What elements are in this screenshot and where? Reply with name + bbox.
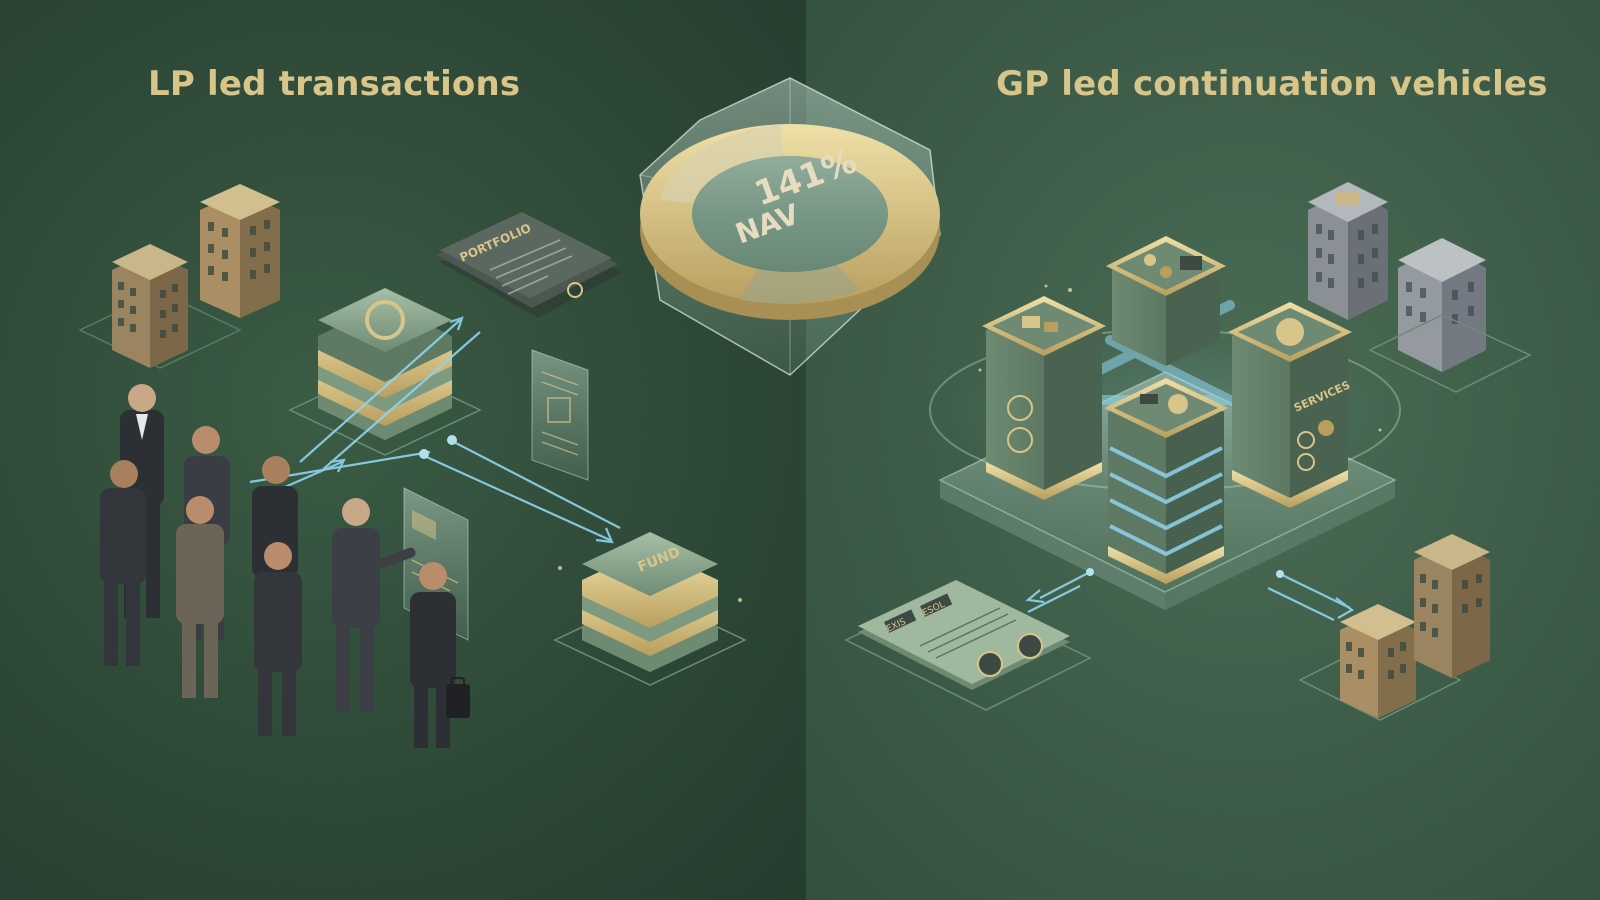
portfolio-document: PORTFOLIO: [436, 212, 622, 318]
glass-report-card: [531, 349, 589, 481]
services-tower: SERVICES: [1228, 302, 1352, 508]
sparkle-decoration: [558, 284, 1382, 602]
nav-ring: 141% NAV: [639, 77, 941, 376]
contract-document: EXIS ESOL: [844, 580, 1092, 711]
arrow-icon: [1025, 568, 1354, 621]
fund-stack: FUND: [553, 532, 747, 686]
server-icon: [982, 296, 1106, 500]
people-icon: [100, 384, 470, 748]
server-icon: [1106, 236, 1226, 366]
gp-heading: GP led continuation vehicles: [996, 64, 1548, 104]
building-icon: [78, 184, 280, 369]
lp-heading: LP led transactions: [148, 64, 521, 104]
building-icon: [1298, 534, 1490, 721]
building-icon: [1308, 182, 1532, 393]
coin-icon: [1276, 318, 1304, 346]
gear-icon: [567, 282, 583, 298]
lp-asset-stack: [288, 288, 482, 456]
cycle-icon: [365, 300, 405, 340]
server-icon: [1104, 378, 1228, 584]
briefcase-icon: [446, 684, 470, 718]
arrow-icon: [249, 316, 621, 544]
